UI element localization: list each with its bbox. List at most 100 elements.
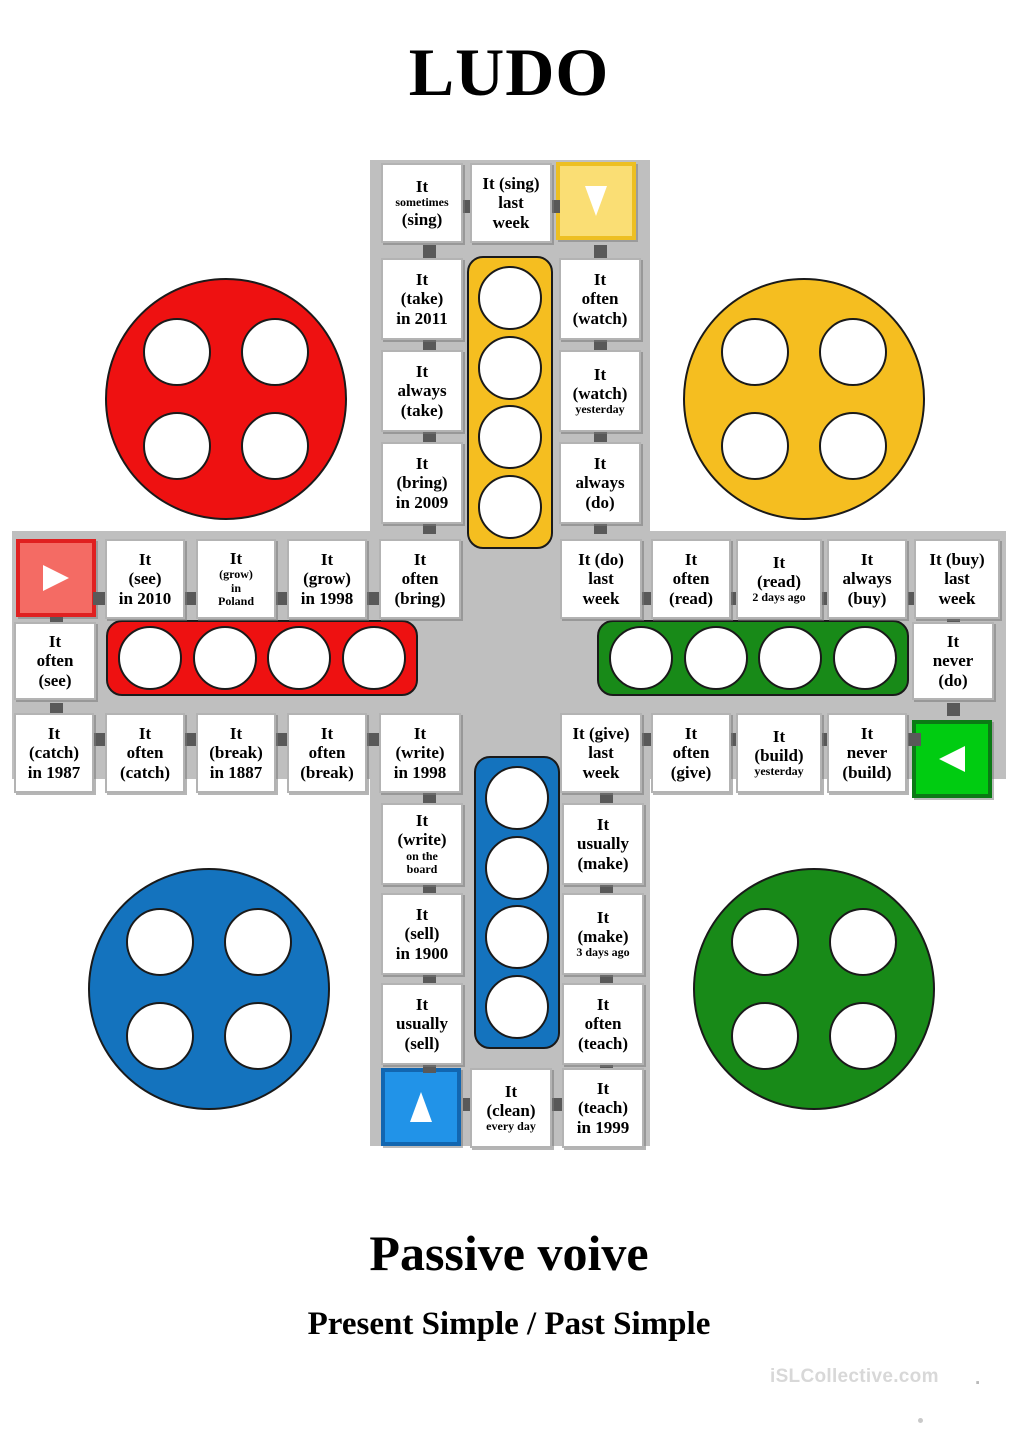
- home-slot[interactable]: [485, 765, 549, 830]
- home-slot[interactable]: [758, 626, 823, 690]
- board-cell[interactable]: It always (buy): [827, 539, 907, 619]
- cell-line: It (do): [578, 550, 624, 570]
- home-base-slot[interactable]: [731, 908, 799, 976]
- home-base-slot[interactable]: [143, 412, 211, 480]
- home-base-slot[interactable]: [143, 318, 211, 386]
- board-cell[interactable]: It (grow) in 1998: [287, 539, 367, 619]
- cell-line: It: [415, 177, 429, 197]
- home-slot[interactable]: [609, 626, 674, 690]
- board-cell[interactable]: It (take) in 2011: [381, 258, 463, 340]
- board-cell[interactable]: It (read) 2 days ago: [736, 539, 822, 619]
- blue-start-square[interactable]: [381, 1068, 461, 1146]
- cell-line: It: [413, 724, 427, 744]
- board-cell[interactable]: It often (bring): [379, 539, 461, 619]
- home-slot[interactable]: [683, 626, 748, 690]
- board-cell[interactable]: It (sing) last week: [470, 163, 552, 243]
- board-cell[interactable]: It (build) yesterday: [736, 713, 822, 793]
- cell-line: (sell): [404, 1033, 440, 1053]
- cell-line: in 1987: [27, 762, 81, 782]
- board-cell[interactable]: It (give) last week: [560, 713, 642, 793]
- home-base-slot[interactable]: [241, 412, 309, 480]
- home-base-slot[interactable]: [241, 318, 309, 386]
- home-slot[interactable]: [118, 626, 183, 690]
- board-cell[interactable]: It often (break): [287, 713, 367, 793]
- board-cell[interactable]: It (buy) last week: [914, 539, 1000, 619]
- cell-line: It: [593, 270, 607, 290]
- cell-line: (watch): [572, 384, 628, 404]
- board-cell[interactable]: It often (see): [14, 622, 96, 700]
- home-slot[interactable]: [478, 335, 542, 400]
- connector: [594, 337, 607, 350]
- cell-line: in 1998: [300, 588, 354, 608]
- cell-line: (teach): [577, 1033, 629, 1053]
- home-slot[interactable]: [267, 626, 332, 690]
- watermark-dot: .: [975, 1368, 981, 1389]
- cell-line: It: [320, 724, 334, 744]
- cell-line: It: [596, 908, 610, 928]
- cell-line: often: [36, 651, 74, 671]
- board-cell[interactable]: It (sell) in 1900: [381, 893, 463, 975]
- board-cell[interactable]: It (watch) yesterday: [559, 350, 641, 432]
- cell-line: always: [575, 473, 625, 493]
- board-cell[interactable]: It (break) in 1887: [196, 713, 276, 793]
- home-base-slot[interactable]: [731, 1002, 799, 1070]
- board-cell[interactable]: It usually (make): [562, 803, 644, 885]
- board-cell[interactable]: It never (build): [827, 713, 907, 793]
- board-cell[interactable]: It (make) 3 days ago: [562, 893, 644, 975]
- home-base-slot[interactable]: [224, 908, 292, 976]
- board-cell[interactable]: It never (do): [912, 622, 994, 700]
- home-column-red: [106, 620, 418, 696]
- home-slot[interactable]: [485, 835, 549, 900]
- cell-line: It: [860, 724, 874, 744]
- home-base-slot[interactable]: [829, 908, 897, 976]
- board-cell[interactable]: It (teach) in 1999: [562, 1068, 644, 1148]
- home-slot[interactable]: [341, 626, 406, 690]
- triangle-left-icon: [939, 746, 965, 772]
- board-cell[interactable]: It often (catch): [105, 713, 185, 793]
- board-cell[interactable]: It (write) on the board: [381, 803, 463, 885]
- board-cell[interactable]: It often (give): [651, 713, 731, 793]
- yellow-start-square[interactable]: [556, 162, 636, 240]
- home-slot[interactable]: [485, 905, 549, 970]
- board-cell[interactable]: It (bring) in 2009: [381, 442, 463, 524]
- board-cell[interactable]: It often (watch): [559, 258, 641, 340]
- board-cell[interactable]: It always (take): [381, 350, 463, 432]
- board-cell[interactable]: It (catch) in 1987: [14, 713, 94, 793]
- green-start-square[interactable]: [912, 720, 992, 798]
- cell-line: (buy): [847, 588, 887, 608]
- home-base-slot[interactable]: [819, 412, 887, 480]
- home-base-slot[interactable]: [224, 1002, 292, 1070]
- connector: [275, 733, 288, 746]
- board-cell[interactable]: It (grow) in Poland: [196, 539, 276, 619]
- cell-line: It (buy): [929, 550, 985, 570]
- cell-line: (grow): [219, 567, 253, 582]
- board-cell[interactable]: It sometimes (sing): [381, 163, 463, 243]
- home-base-slot[interactable]: [819, 318, 887, 386]
- board-cell[interactable]: It (write) in 1998: [379, 713, 461, 793]
- home-base-slot[interactable]: [721, 318, 789, 386]
- board-cell[interactable]: It (do) last week: [560, 539, 642, 619]
- home-slot[interactable]: [832, 626, 897, 690]
- cell-line: in 2011: [396, 308, 448, 328]
- cell-line: It: [946, 632, 960, 652]
- home-slot[interactable]: [478, 475, 542, 540]
- home-slot[interactable]: [192, 626, 257, 690]
- board-cell[interactable]: It always (do): [559, 442, 641, 524]
- board-cell[interactable]: It often (read): [651, 539, 731, 619]
- home-base-slot[interactable]: [721, 412, 789, 480]
- home-base-slot[interactable]: [126, 908, 194, 976]
- home-base-slot[interactable]: [126, 1002, 194, 1070]
- home-base-slot[interactable]: [829, 1002, 897, 1070]
- home-slot[interactable]: [485, 975, 549, 1040]
- cell-line: yesterday: [754, 764, 804, 779]
- red-start-square[interactable]: [16, 539, 96, 617]
- board-cell[interactable]: It (see) in 2010: [105, 539, 185, 619]
- board-cell[interactable]: It often (teach): [562, 983, 644, 1065]
- board-cell[interactable]: It usually (sell): [381, 983, 463, 1065]
- home-slot[interactable]: [478, 265, 542, 330]
- cell-line: never: [932, 651, 974, 671]
- cell-line: (grow): [303, 569, 351, 589]
- board-cell[interactable]: It (clean) every day: [470, 1068, 552, 1148]
- cell-line: in 1998: [393, 762, 447, 782]
- home-slot[interactable]: [478, 405, 542, 470]
